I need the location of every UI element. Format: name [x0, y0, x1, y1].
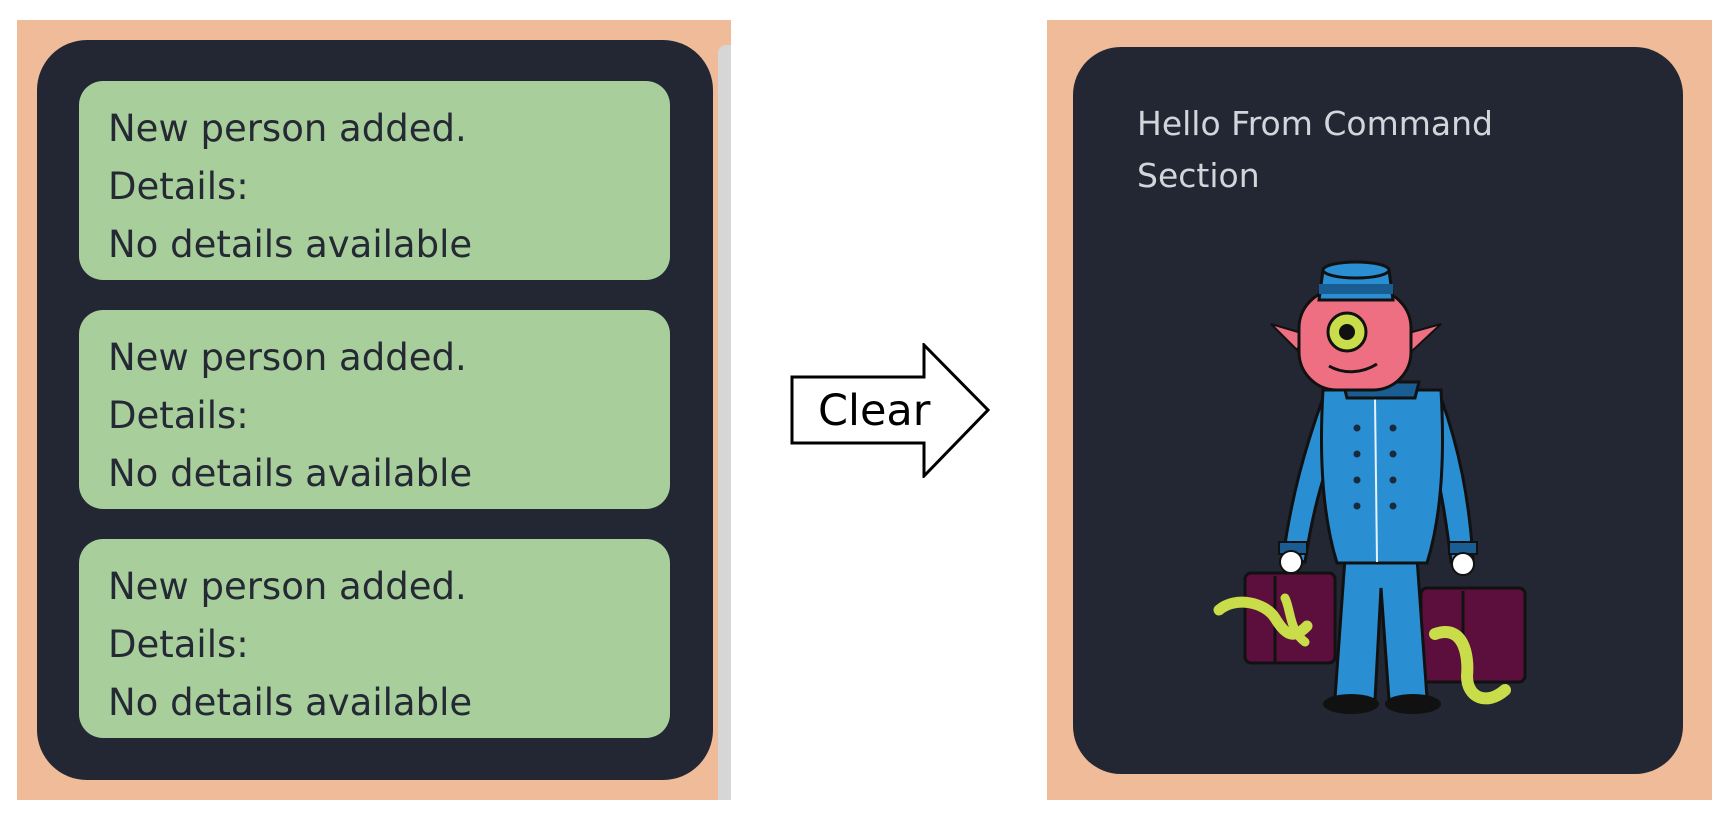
message-title: New person added.	[108, 107, 467, 150]
scrollbar[interactable]	[718, 45, 731, 800]
message-card: New person added. Details: No details av…	[79, 539, 670, 738]
greeting-line-2: Section	[1137, 156, 1260, 195]
message-card: New person added. Details: No details av…	[79, 81, 670, 280]
greeting-text: Hello From Command Section	[1137, 98, 1537, 202]
message-details-text: No details available	[108, 681, 473, 724]
message-title: New person added.	[108, 336, 467, 379]
message-details-text: No details available	[108, 452, 473, 495]
message-details-label: Details:	[108, 623, 249, 666]
message-details-text: No details available	[108, 223, 473, 266]
cyclops-bellhop-mascot-icon	[1213, 260, 1527, 714]
message-card: New person added. Details: No details av…	[79, 310, 670, 509]
arrow-label: Clear	[818, 386, 931, 436]
message-details-label: Details:	[108, 394, 249, 437]
message-details-label: Details:	[108, 165, 249, 208]
greeting-line-1: Hello From Command	[1137, 104, 1493, 143]
message-title: New person added.	[108, 565, 467, 608]
right-arrow-icon	[790, 343, 990, 478]
